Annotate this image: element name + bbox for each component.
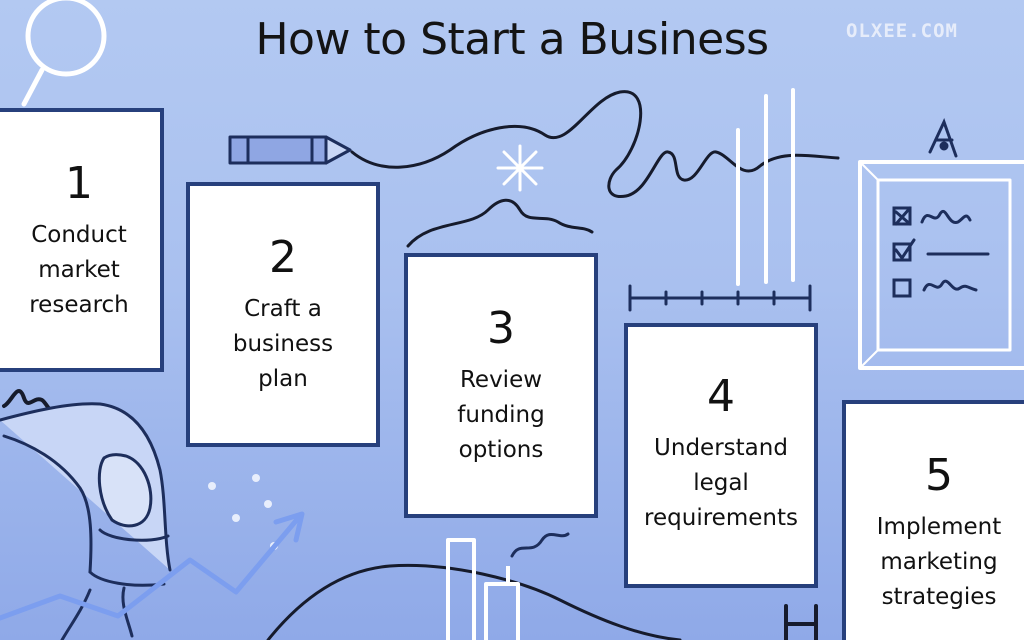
- page-title: How to Start a Business: [255, 14, 769, 65]
- step-label-line: research: [29, 292, 129, 318]
- step-label-line: Implement: [876, 514, 1002, 540]
- step-number: 5: [925, 450, 953, 501]
- wave-line: [406, 198, 594, 248]
- pin-icon: [928, 118, 958, 158]
- step-label-line: strategies: [881, 584, 997, 610]
- dots-decoration: [208, 474, 278, 550]
- step-label-line: Craft a: [244, 296, 322, 322]
- hill-line: [266, 563, 682, 640]
- scribble-line: [350, 90, 840, 198]
- step-label-line: Conduct: [31, 222, 127, 248]
- person-illustration: [0, 389, 172, 640]
- growth-arrow-icon: [0, 511, 305, 621]
- step-label-line: marketing: [880, 549, 998, 575]
- step-card-2: 2 Craft a business plan: [186, 182, 380, 447]
- step-card-4: 4 Understand legal requirements: [624, 323, 818, 588]
- step-label-line: legal: [693, 470, 749, 496]
- step-label-line: Review: [459, 367, 543, 393]
- step-label-line: Understand: [654, 435, 788, 461]
- step-number: 3: [487, 303, 515, 354]
- step-label-line: requirements: [644, 505, 798, 531]
- step-label-line: funding: [457, 402, 545, 428]
- pencil-icon: [228, 135, 352, 165]
- ruler-icon: [628, 284, 812, 312]
- magnifier-icon: [21, 0, 107, 107]
- watermark: OLXEE.COM: [846, 20, 958, 42]
- step-card-3: 3 Review funding options: [404, 253, 598, 518]
- step-label-line: plan: [258, 366, 308, 392]
- vertical-sketch-lines: [736, 88, 795, 286]
- step-label-line: business: [232, 331, 334, 357]
- step-card-1: 1 Conduct market research: [0, 108, 164, 372]
- h-mark: [784, 604, 818, 640]
- checklist-icon: [858, 160, 1024, 370]
- step-label-line: options: [458, 437, 544, 463]
- step-label-line: market: [38, 257, 120, 283]
- step-card-5: 5 Implement marketing strategies: [842, 400, 1024, 640]
- checklist-items: [892, 206, 990, 298]
- buildings-icon: [446, 538, 520, 640]
- step-number: 1: [65, 158, 93, 209]
- smoke-squiggle: [510, 532, 570, 558]
- step-number: 4: [707, 371, 735, 422]
- sparkle-icon: [496, 144, 544, 192]
- step-number: 2: [269, 232, 297, 283]
